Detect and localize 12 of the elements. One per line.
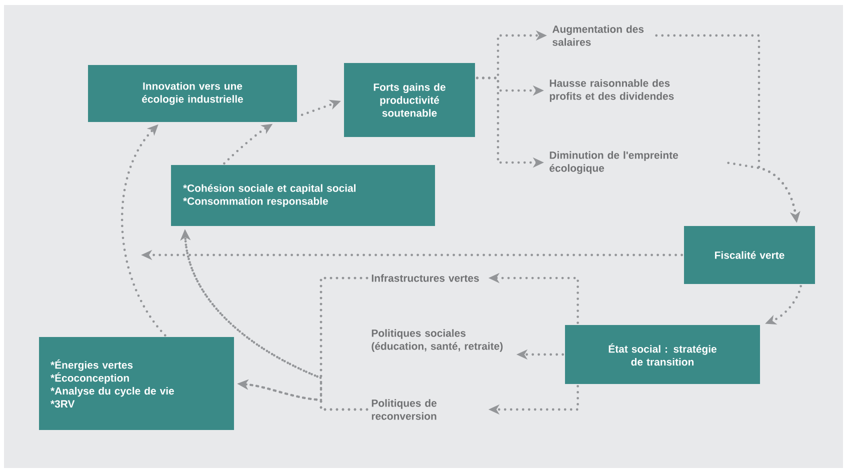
outcome-text: Politiques de reconversion xyxy=(372,399,437,420)
process-box: *Cohésion sociale et capital social *Consommation responsable xyxy=(171,165,435,226)
outcome-text: Infrastructures vertes xyxy=(372,274,479,282)
outcome-text: Politiques sociales (éducation, santé, retraite) xyxy=(372,329,503,352)
outcome-text: Hausse raisonnable des profits et des dividendes xyxy=(550,79,674,102)
process-box: Forts gains de productivité soutenable xyxy=(344,63,475,137)
process-box: État social : stratégie de transition xyxy=(565,325,760,384)
outcome-text: Diminution de l'empreinte écologique xyxy=(550,151,678,174)
process-box: Innovation vers une écologie industrielle xyxy=(88,65,297,122)
process-box: Fiscalité verte xyxy=(684,226,815,284)
outcome-text: Augmentation des salaires xyxy=(552,25,644,46)
process-box: *Énergies vertes *Écoconception *Analyse du cycle de vie *3RV xyxy=(39,337,234,430)
